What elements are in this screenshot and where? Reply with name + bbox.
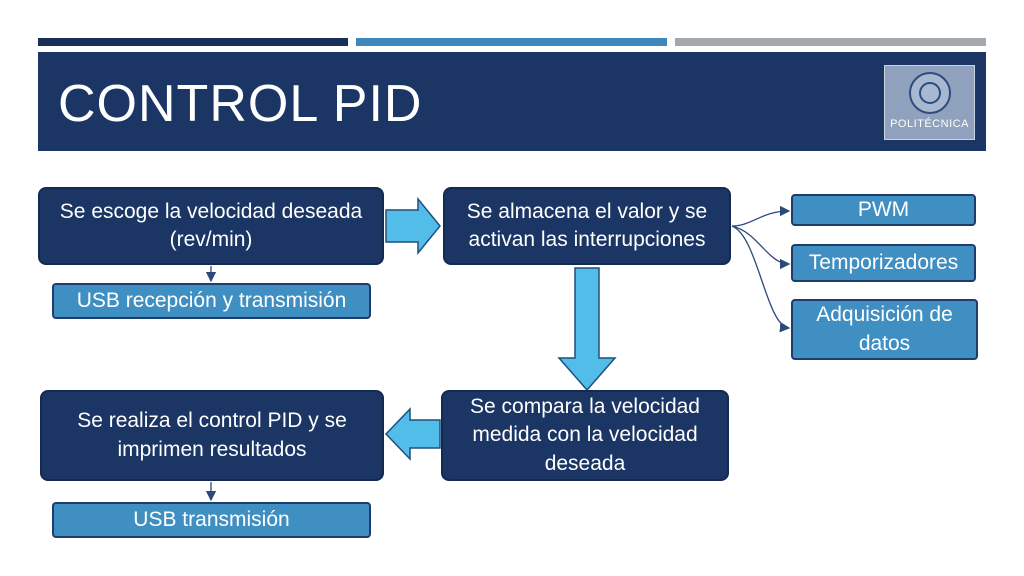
arrow-left-to-pid [384,407,441,461]
header-bar-navy [38,38,348,46]
node-choose-speed: Se escoge la velocidad deseada (rev/min) [38,187,384,265]
politecnica-logo: POLITÉCNICA [884,65,975,140]
connector-to-data-acq [731,225,791,333]
node-usb-tx: USB transmisión [52,502,371,538]
node-compare-speed: Se compara la velocidad medida con la ve… [441,390,729,481]
university-seal-icon [909,72,951,114]
node-pid-control: Se realiza el control PID y se imprimen … [40,390,384,481]
node-usb-rx-tx: USB recepción y transmisión [52,283,371,319]
connector-to-timers [731,225,791,270]
slide-title: CONTROL PID [58,75,423,133]
node-pwm: PWM [791,194,976,226]
header-bar-gray [675,38,986,46]
header-bar-blue [356,38,667,46]
arrow-right-to-store [385,196,441,256]
node-timers: Temporizadores [791,244,976,282]
logo-text: POLITÉCNICA [890,118,969,130]
title-band: CONTROL PID POLITÉCNICA [38,52,986,151]
connector-to-pwm [731,205,791,227]
node-store-value: Se almacena el valor y se activan las in… [443,187,731,265]
arrow-down-to-compare [557,267,617,392]
node-data-acq: Adquisición de datos [791,299,978,360]
